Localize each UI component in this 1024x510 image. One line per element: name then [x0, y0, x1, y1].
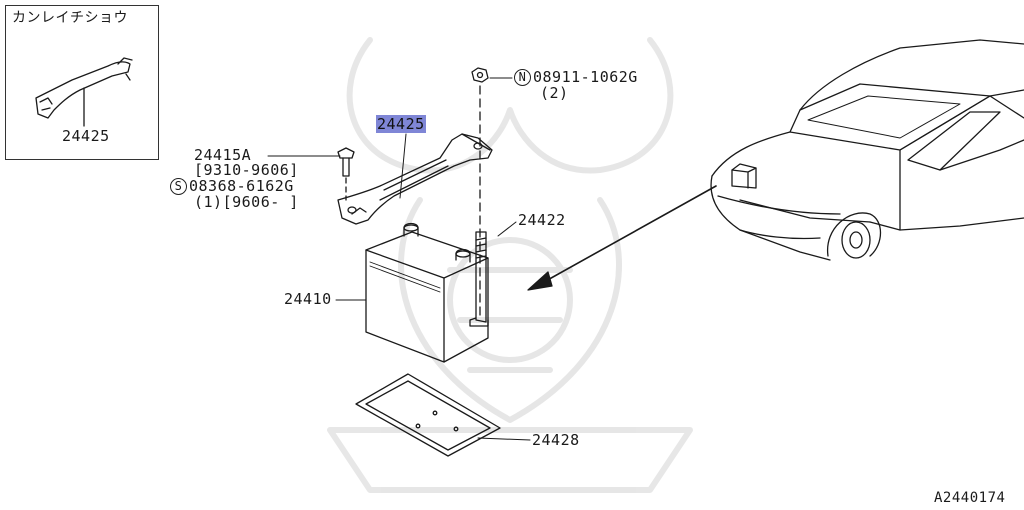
watermark-logo: [327, 37, 693, 493]
battery-drawing: [365, 222, 489, 363]
battery-part-number[interactable]: 24410: [284, 290, 332, 308]
highlight: 24425: [376, 115, 426, 133]
screw-part-number: 08368-6162G: [189, 177, 294, 195]
inset-title: カンレイチショウ: [12, 10, 128, 26]
inset-panel: [5, 5, 159, 160]
screw-quantity-date: (1)[9606- ]: [194, 193, 299, 211]
leader-lines: [267, 77, 531, 441]
screw-prefix-marker: S: [170, 178, 187, 195]
figure-code: A2440174: [934, 490, 1006, 506]
bolt-drawing: [337, 147, 355, 177]
location-arrow: [527, 185, 717, 291]
car-drawing: [710, 39, 1024, 261]
hold-down-bar-drawing: [337, 133, 493, 225]
rod-part-number[interactable]: 24422: [518, 211, 566, 229]
nut-quantity: (2): [540, 84, 569, 102]
inset-part-number[interactable]: 24425: [62, 127, 110, 145]
nut-prefix-marker: N: [514, 69, 531, 86]
nut-part-number: 08911-1062G: [533, 68, 638, 86]
tray-drawing: [355, 373, 501, 457]
bolt-date-range: [9310-9606]: [194, 161, 299, 179]
bolt-part-number[interactable]: 24415A: [194, 146, 252, 164]
hold-down-bar-part-number[interactable]: 24425: [376, 115, 426, 133]
tray-part-number[interactable]: 24428: [532, 431, 580, 449]
inset-hold-down-bar-drawing: [35, 57, 133, 127]
nut-drawing: [471, 67, 489, 83]
